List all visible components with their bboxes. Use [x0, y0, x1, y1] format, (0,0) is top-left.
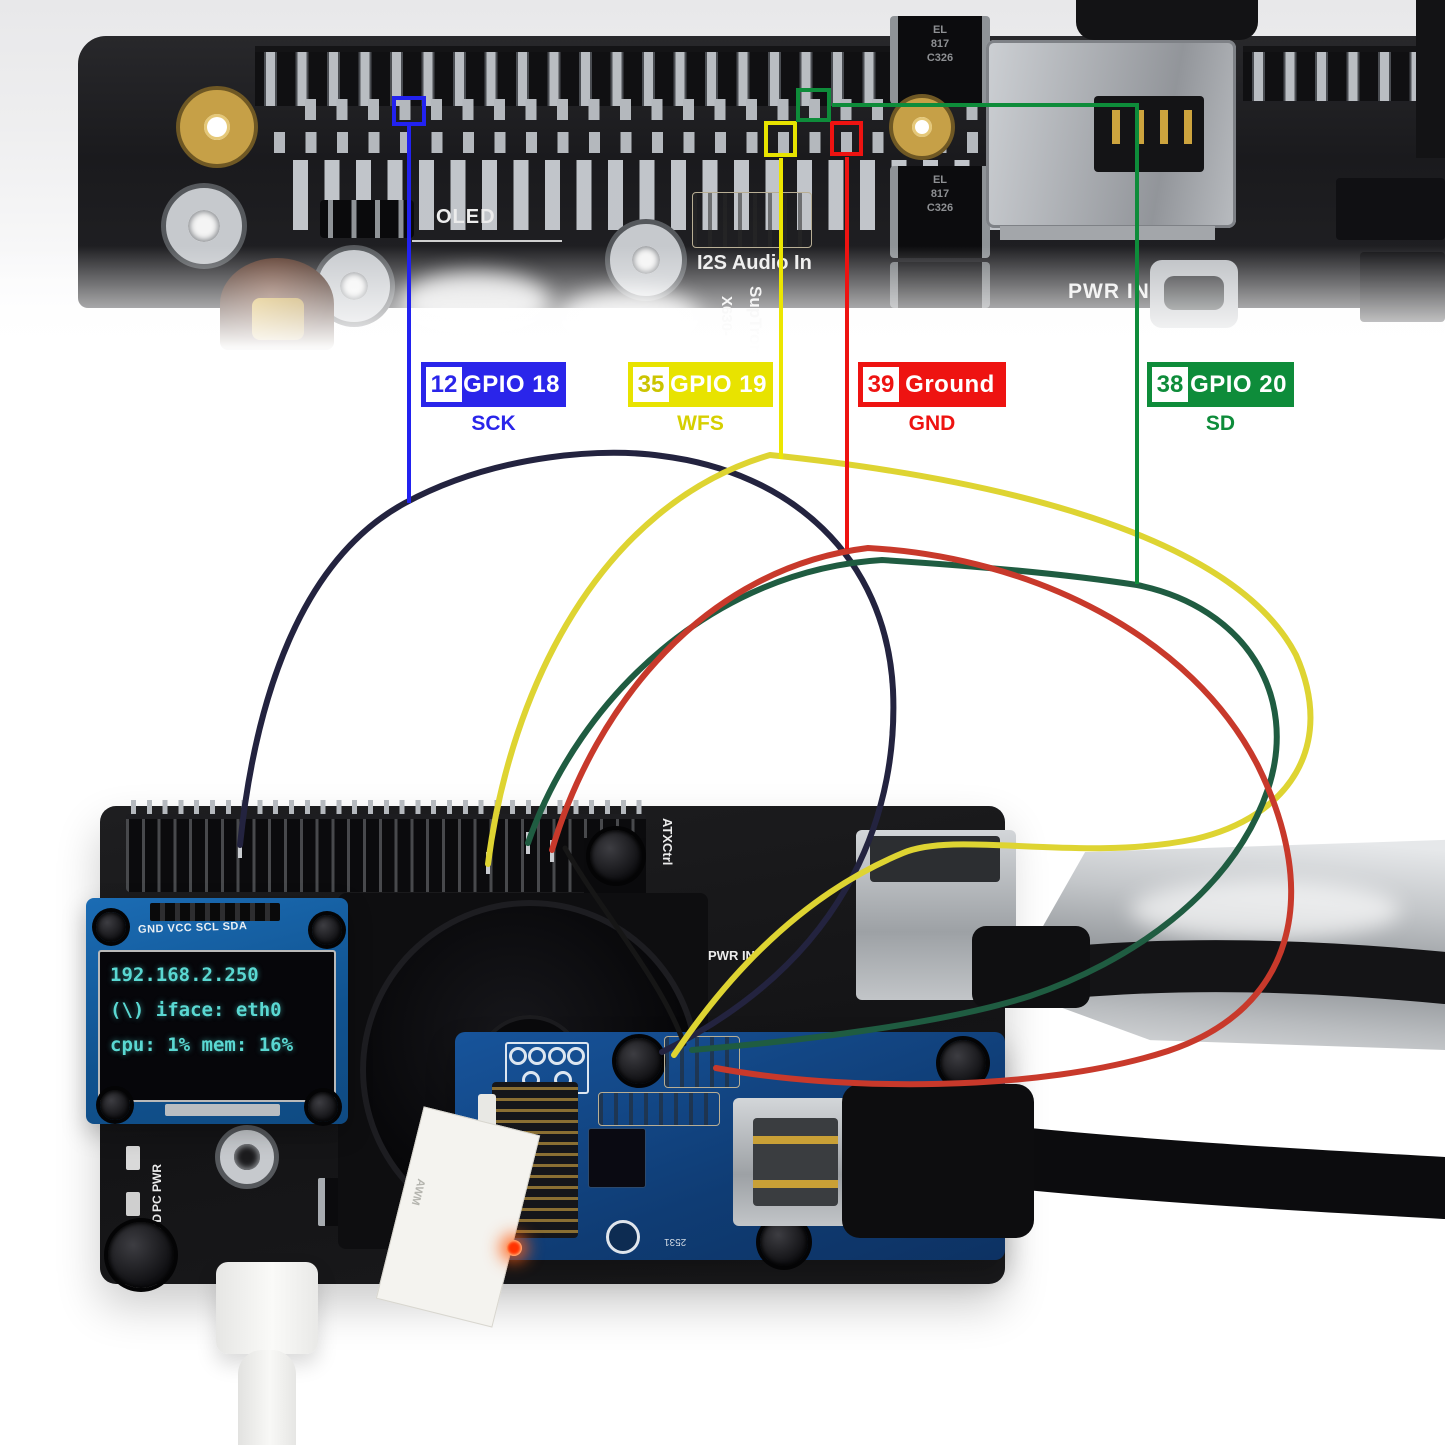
pin-label-gpio20: 38 GPIO 20 [1147, 362, 1294, 407]
signal-label-wfs: WFS [677, 412, 724, 435]
white-usb-cable [238, 1350, 296, 1445]
silk-atx-label-bottom: ATXCtrl [660, 818, 675, 866]
screw [312, 915, 342, 945]
hdmi-plug [842, 1084, 1034, 1238]
screw [760, 1218, 808, 1266]
screw [590, 830, 642, 882]
pin-label-ground: 39 Ground [858, 362, 1006, 407]
pin-name: GPIO 19 [670, 370, 767, 398]
signal-label-sck: SCK [471, 412, 516, 435]
oled-header-socket [320, 200, 414, 238]
pin-number: 35 [633, 367, 669, 402]
wire-black [562, 845, 687, 1047]
chip-marking: 817 [930, 187, 950, 200]
gpio-header-top-row-right [1243, 46, 1428, 101]
wire-sd-green [525, 556, 1280, 1053]
chip-marking: EL [932, 24, 948, 36]
silk-divider-line [412, 240, 562, 242]
oled-line-cpu-mem: cpu: 1% mem: 16% [110, 1034, 294, 1056]
oled-flex-connector [165, 1104, 280, 1116]
silk-pwr-label-bottom: PWR IN [708, 948, 755, 963]
pin-highlight-gpio18 [392, 96, 426, 126]
mounting-hole [606, 1220, 640, 1254]
background-object [1416, 0, 1445, 158]
oled-solder-pins [150, 903, 280, 921]
gpio-pin-tips [126, 800, 646, 816]
oled-line-ip: 192.168.2.250 [110, 964, 259, 986]
jst-footprint-connector [598, 1092, 720, 1126]
hdmi-socket-slot [753, 1118, 838, 1206]
pin-label-gpio19: 35 GPIO 19 [628, 362, 773, 407]
signal-label-gnd: GND [908, 412, 956, 435]
wire-sck-navy [237, 449, 897, 1055]
pin-name: Ground [905, 370, 995, 398]
capture-chip [588, 1128, 646, 1188]
gold-pad-via [893, 98, 951, 156]
pwr-led [126, 1146, 140, 1170]
i2s-connector [692, 192, 812, 248]
pin-name: GPIO 20 [1190, 370, 1287, 398]
oled-line-iface: (\) iface: eth0 [110, 999, 282, 1021]
hdmi-cable [987, 1127, 1445, 1219]
power-led-red [506, 1240, 522, 1256]
screw [940, 1040, 986, 1086]
pin-number: 38 [1152, 367, 1188, 402]
signal-label-sd: SD [1205, 412, 1236, 435]
cable-glare [1130, 880, 1400, 940]
pin-highlight-gpio19 [764, 121, 797, 157]
pin-label-gpio18: 12 GPIO 18 [421, 362, 566, 407]
chip-marking: EL [932, 174, 948, 186]
wire-gnd-red [549, 544, 1295, 1088]
edge-connector [1336, 178, 1445, 240]
gpio-pad-row-b [264, 132, 1024, 153]
screw [100, 1090, 130, 1120]
screw [616, 1038, 662, 1084]
hdd-led [126, 1192, 140, 1216]
pin-number: 12 [426, 367, 462, 402]
silk-oled-label: OLED [436, 206, 496, 228]
screw [308, 1092, 338, 1122]
pin-number: 39 [863, 367, 899, 402]
pin-highlight-gpio20 [796, 88, 831, 122]
pin-name: GPIO 18 [463, 370, 560, 398]
wire-wfs-yellow [485, 451, 1314, 1058]
chip-marking: C326 [926, 201, 954, 214]
ethernet-jack-pins [1104, 110, 1192, 144]
white-usb-plug [216, 1262, 318, 1354]
photo-fade [0, 246, 1445, 358]
chip-marking: 817 [930, 37, 950, 50]
chip-marking: C326 [926, 51, 954, 64]
annotation-line-gpio20 [832, 103, 1139, 584]
pin-highlight-ground [830, 121, 863, 156]
ethernet-jack-legs [1000, 226, 1215, 240]
oled-screen [98, 950, 336, 1102]
screw [108, 1222, 174, 1288]
screw [96, 912, 126, 942]
background-object [1076, 0, 1258, 40]
